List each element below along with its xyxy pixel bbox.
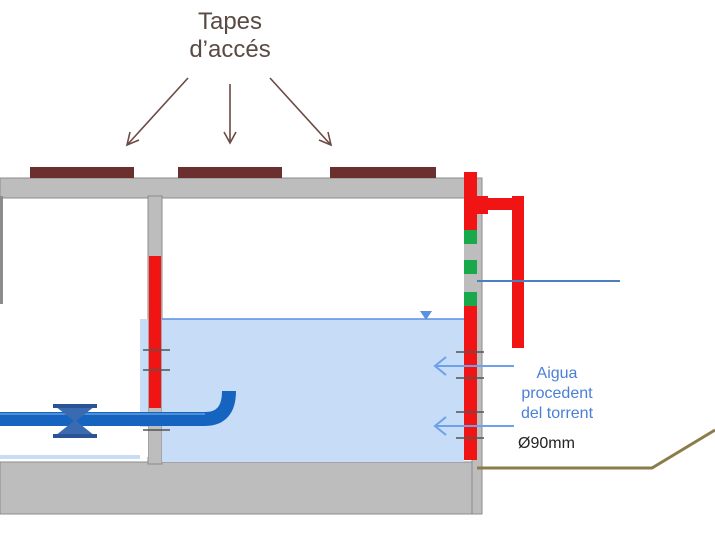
- water-label-line3: del torrent: [520, 405, 594, 422]
- tank-left-wall-stub: [0, 196, 3, 304]
- water-main-chamber: [162, 319, 464, 462]
- inlet-step-irons: [456, 351, 484, 439]
- inlet-band-grey-1: [464, 244, 477, 260]
- gate-valve-icon: [53, 404, 97, 438]
- red-pipe-partition: [149, 256, 161, 408]
- access-hatch-right: [330, 167, 436, 178]
- ground-line: [477, 428, 715, 470]
- red-vent-vertical: [512, 196, 524, 348]
- tank-roof-slab: [0, 177, 481, 199]
- inlet-band-green-2: [464, 260, 477, 274]
- hatches-label-line1: Tapes: [197, 8, 263, 35]
- tank-floor-slab: [0, 461, 481, 515]
- pipe-diameter-label: Ø90mm: [518, 434, 575, 454]
- water-left-chamber: [140, 319, 148, 429]
- access-hatch-left: [30, 167, 134, 178]
- water-level-marker: [420, 311, 432, 320]
- pipe-diameter-value: 90mm: [530, 435, 575, 452]
- inlet-band-grey-2: [464, 274, 477, 292]
- access-hatches-label: Tapes d’accés: [160, 8, 300, 64]
- red-pipe-inlet: [464, 172, 477, 460]
- partition-step-irons: [143, 349, 170, 431]
- hatches-label-line2: d’accés: [189, 36, 271, 63]
- inlet-band-green-3: [464, 292, 477, 306]
- incoming-water-arrows: [433, 356, 514, 436]
- incoming-water-label: Aigua procedent del torrent: [510, 364, 604, 424]
- red-vent-stub: [476, 196, 488, 214]
- outlet-pipe: [0, 390, 236, 426]
- diameter-symbol: Ø: [518, 435, 531, 452]
- water-label-line2: procedent: [521, 385, 593, 402]
- access-hatch-center: [178, 167, 282, 178]
- hatch-arrows: [125, 77, 333, 147]
- water-label-line1: Aigua: [536, 365, 578, 382]
- inlet-band-green-1: [464, 230, 477, 244]
